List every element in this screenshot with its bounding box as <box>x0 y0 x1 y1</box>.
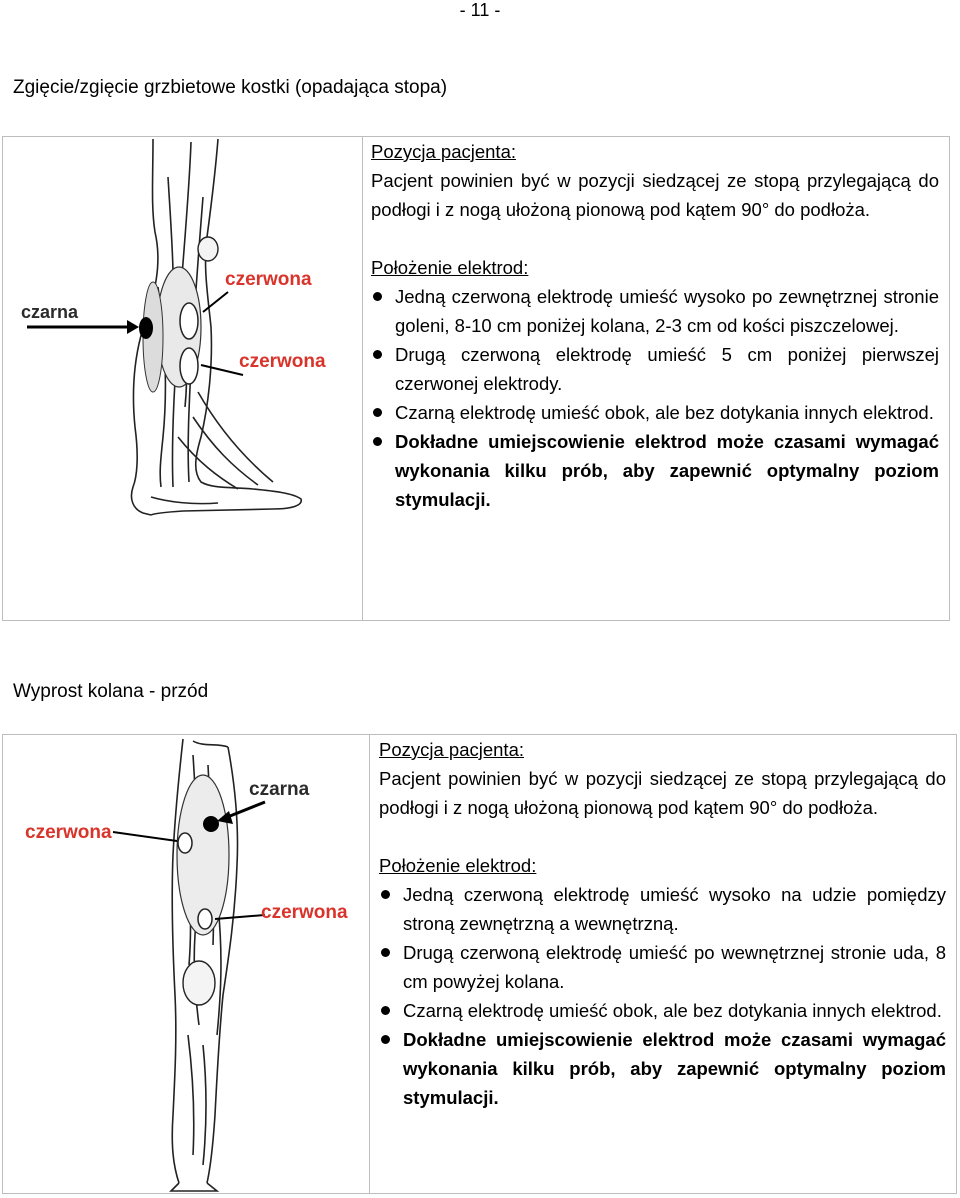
red-bottom-label-line <box>214 914 266 920</box>
kneecap-shape <box>197 236 219 262</box>
label-black: czarna <box>21 302 79 322</box>
electrode-bullet-list: Jedną czerwoną elektrodę umieść wysoko p… <box>371 282 939 514</box>
ankle-instruction-card: czarna czerwona czerwona Pozycja pacjent… <box>2 136 950 621</box>
bullet-icon <box>373 350 382 359</box>
electrode-heading: Położenie elektrod: <box>379 855 537 876</box>
bullet-icon <box>373 437 382 446</box>
page-number: - 11 - <box>459 0 501 20</box>
bullet-icon <box>381 1006 390 1015</box>
position-text: Pacjent powinien być w pozycji siedzącej… <box>379 768 946 818</box>
knee-instruction-card: czarna czerwona czerwona Pozycja pacjent… <box>2 734 957 1194</box>
red-bottom-label-line <box>200 364 244 376</box>
position-heading: Pozycja pacjenta: <box>371 141 517 162</box>
list-item: Jedną czerwoną elektrodę umieść wysoko n… <box>379 880 946 938</box>
section-title-ankle: Zgięcie/zgięcie grzbietowe kostki (opada… <box>13 77 448 98</box>
bullet-icon <box>381 948 390 957</box>
section-title-knee: Wyprost kolana - przód <box>13 681 209 702</box>
knee-text-cell: Pozycja pacjenta: Pacjent powinien być w… <box>369 735 956 1193</box>
bullet-icon <box>381 1035 390 1044</box>
list-item: Drugą czerwoną elektrodę umieść 5 cm pon… <box>371 340 939 398</box>
label-red-top: czerwona <box>225 269 312 290</box>
position-text: Pacjent powinien być w pozycji siedzącej… <box>371 170 939 220</box>
black-electrode <box>203 816 219 832</box>
list-item: Czarną elektrodę umieść obok, ale bez do… <box>379 996 946 1025</box>
bullet-icon <box>373 292 382 301</box>
electrode-bullet-list: Jedną czerwoną elektrodę umieść wysoko n… <box>379 880 946 1112</box>
position-heading: Pozycja pacjenta: <box>379 739 525 760</box>
knee-figure-cell: czarna czerwona czerwona <box>3 735 370 1193</box>
black-electrode <box>139 317 153 339</box>
thigh-anatomy-figure: czarna czerwona czerwona <box>25 738 348 1192</box>
kneecap-shape <box>182 960 216 1006</box>
red-electrode-bottom <box>197 908 213 930</box>
ankle-figure-cell: czarna czerwona czerwona <box>3 137 363 620</box>
list-item: Drugą czerwoną elektrodę umieść po wewnę… <box>379 938 946 996</box>
red-electrode-bottom <box>179 347 199 385</box>
ankle-text-cell: Pozycja pacjenta: Pacjent powinien być w… <box>361 137 949 620</box>
label-red-bottom: czerwona <box>261 902 348 923</box>
electrode-heading: Położenie elektrod: <box>371 257 529 278</box>
red-electrode-top <box>177 832 193 854</box>
red-electrode-top <box>179 302 199 340</box>
bullet-icon <box>381 890 390 899</box>
red-top-label-line <box>202 291 229 313</box>
list-item-note: Dokładne umiejscowienie elektrod może cz… <box>371 427 939 514</box>
black-label-arrow <box>224 800 266 820</box>
lower-leg-anatomy-figure: czarna czerwona czerwona <box>21 138 326 516</box>
list-item: Jedną czerwoną elektrodę umieść wysoko p… <box>371 282 939 340</box>
label-red-top: czerwona <box>25 822 112 843</box>
list-item-note: Dokładne umiejscowienie elektrod może cz… <box>379 1025 946 1112</box>
list-item: Czarną elektrodę umieść obok, ale bez do… <box>371 398 939 427</box>
label-red-bottom: czerwona <box>239 351 326 372</box>
red-top-label-line <box>112 831 178 842</box>
bullet-icon <box>373 408 382 417</box>
label-black: czarna <box>249 779 310 800</box>
